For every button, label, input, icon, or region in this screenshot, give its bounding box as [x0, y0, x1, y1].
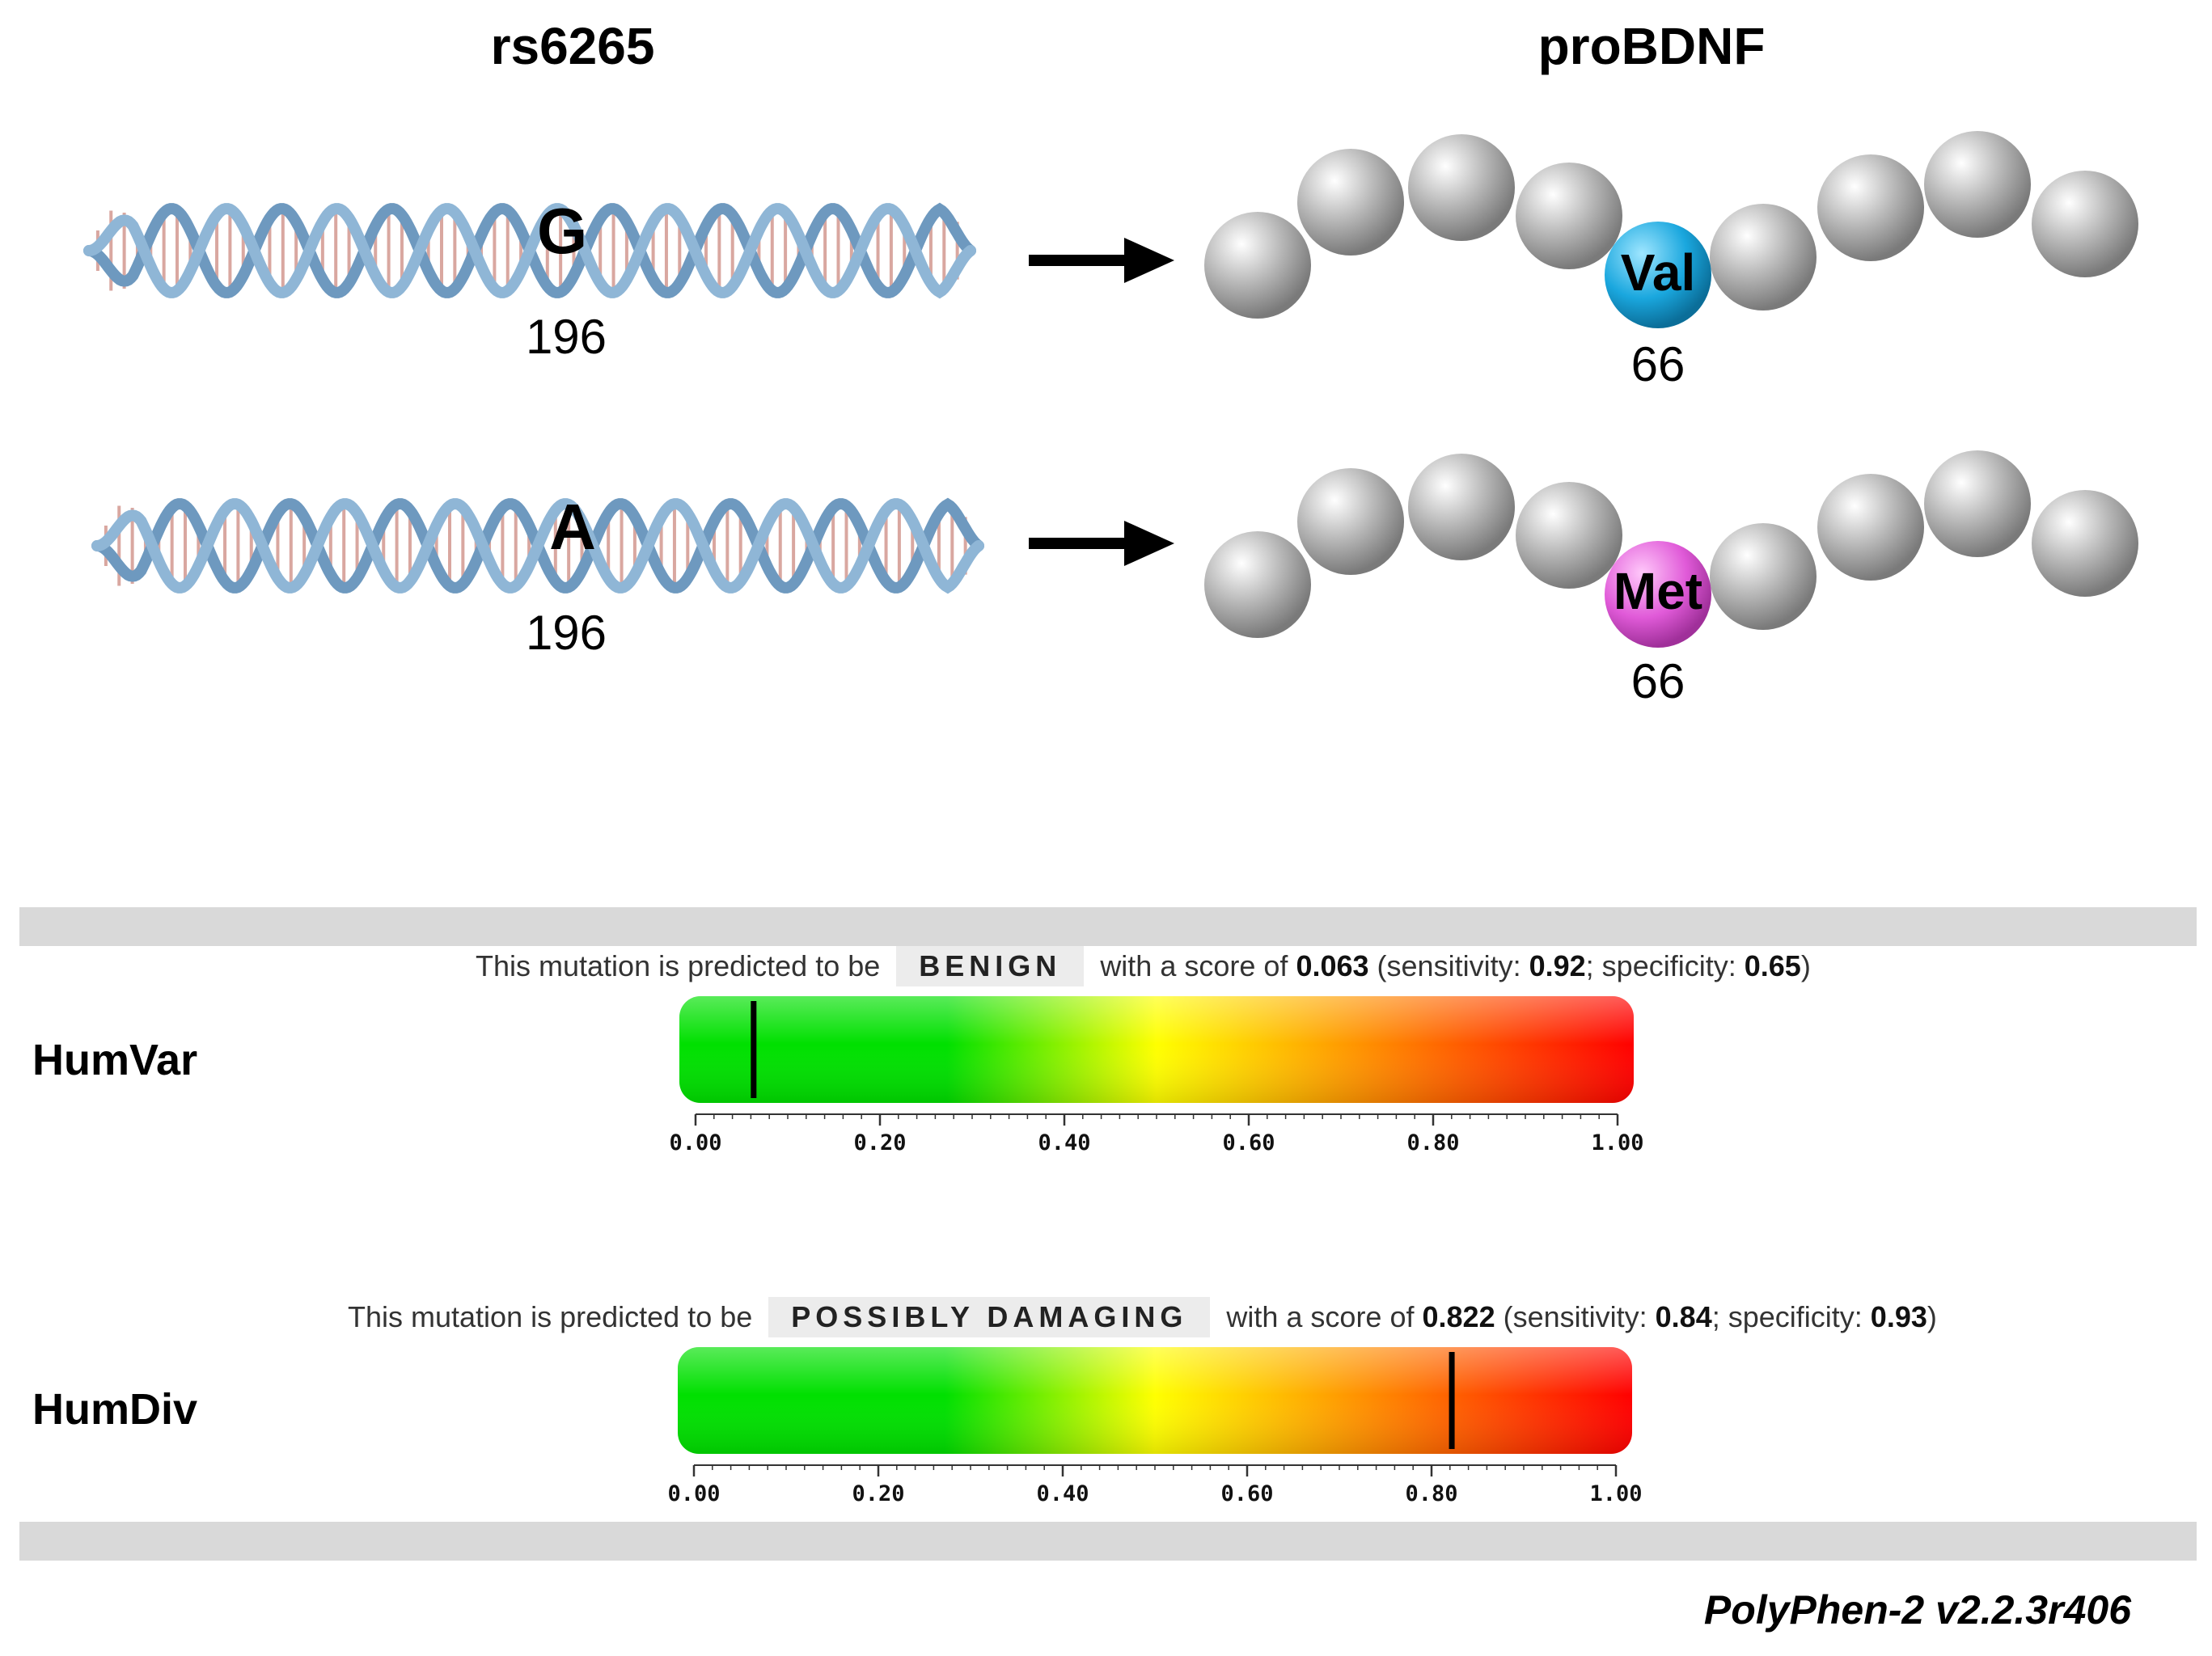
dna-heading: rs6265	[490, 17, 655, 75]
amino-acid-bead	[1297, 468, 1404, 575]
amino-acid-bead	[1516, 163, 1622, 269]
humdiv-verdict-badge: POSSIBLY DAMAGING	[768, 1297, 1211, 1337]
mutated-residue-bead	[1605, 541, 1711, 648]
score-bar-shading	[679, 996, 1634, 1103]
amino-acid-bead	[1204, 531, 1311, 638]
software-version-label: PolyPhen-2 v2.2.3r406	[1703, 1587, 2131, 1633]
dna-helix-icon	[91, 497, 984, 594]
scale-tick-label: 0.40	[1036, 1481, 1089, 1506]
protein-heading: proBDNF	[1537, 17, 1766, 75]
panel-top-band	[19, 907, 2197, 946]
humvar-prediction-text: This mutation is predicted to be BENIGN …	[476, 946, 1811, 986]
scale-tick-label: 0.00	[667, 1481, 721, 1506]
arrow-right-icon	[1029, 521, 1174, 566]
protein-chain-met	[1204, 450, 2138, 648]
humdiv-prediction-text: This mutation is predicted to be POSSIBL…	[348, 1297, 1937, 1337]
scale-tick-label: 0.00	[669, 1130, 722, 1155]
amino-acid-bead	[2032, 490, 2138, 597]
amino-acid-position-label: 66	[1630, 337, 1685, 391]
amino-acid-bead	[1516, 482, 1622, 589]
scale-tick-label: 1.00	[1589, 1481, 1643, 1506]
panel-bottom-band	[19, 1522, 2197, 1561]
amino-acid-bead	[1710, 204, 1817, 310]
scale-tick-label: 0.80	[1406, 1130, 1460, 1155]
scale-tick-label: 0.40	[1038, 1130, 1091, 1155]
humdiv-score-scale	[678, 1347, 1632, 1476]
amino-acid-bead	[1408, 454, 1515, 560]
amino-acid-bead	[1924, 450, 2031, 557]
scale-tick-label: 0.60	[1220, 1481, 1274, 1506]
humvar-score-scale	[679, 996, 1634, 1126]
amino-acid-bead	[1710, 523, 1817, 630]
amino-acid-bead	[2032, 171, 2138, 277]
arrow-right-icon	[1029, 238, 1174, 283]
score-bar-shading	[678, 1347, 1632, 1454]
humvar-verdict-badge: BENIGN	[896, 946, 1085, 986]
nucleotide-base-label: G	[537, 195, 588, 267]
humvar-model-label: HumVar	[32, 1036, 198, 1084]
scale-tick-label: 0.20	[852, 1481, 905, 1506]
nucleotide-base-label: A	[549, 491, 596, 563]
humdiv-model-label: HumDiv	[32, 1385, 198, 1434]
scale-tick-label: 0.20	[853, 1130, 907, 1155]
amino-acid-bead	[1297, 149, 1404, 256]
protein-chain-val	[1204, 131, 2138, 328]
scale-tick-label: 0.80	[1405, 1481, 1458, 1506]
amino-acid-bead	[1204, 212, 1311, 319]
residue-label: Met	[1613, 562, 1703, 620]
amino-acid-bead	[1817, 154, 1924, 261]
amino-acid-bead	[1408, 134, 1515, 241]
nucleotide-position-label: 196	[525, 606, 607, 660]
amino-acid-bead	[1817, 474, 1924, 581]
amino-acid-position-label: 66	[1630, 654, 1685, 708]
residue-label: Val	[1620, 243, 1696, 302]
mutated-residue-bead	[1605, 222, 1711, 328]
scale-tick-label: 0.60	[1222, 1130, 1275, 1155]
dna-helix-icon	[83, 202, 976, 299]
scale-tick-label: 1.00	[1591, 1130, 1644, 1155]
amino-acid-bead	[1924, 131, 2031, 238]
nucleotide-position-label: 196	[525, 310, 607, 364]
